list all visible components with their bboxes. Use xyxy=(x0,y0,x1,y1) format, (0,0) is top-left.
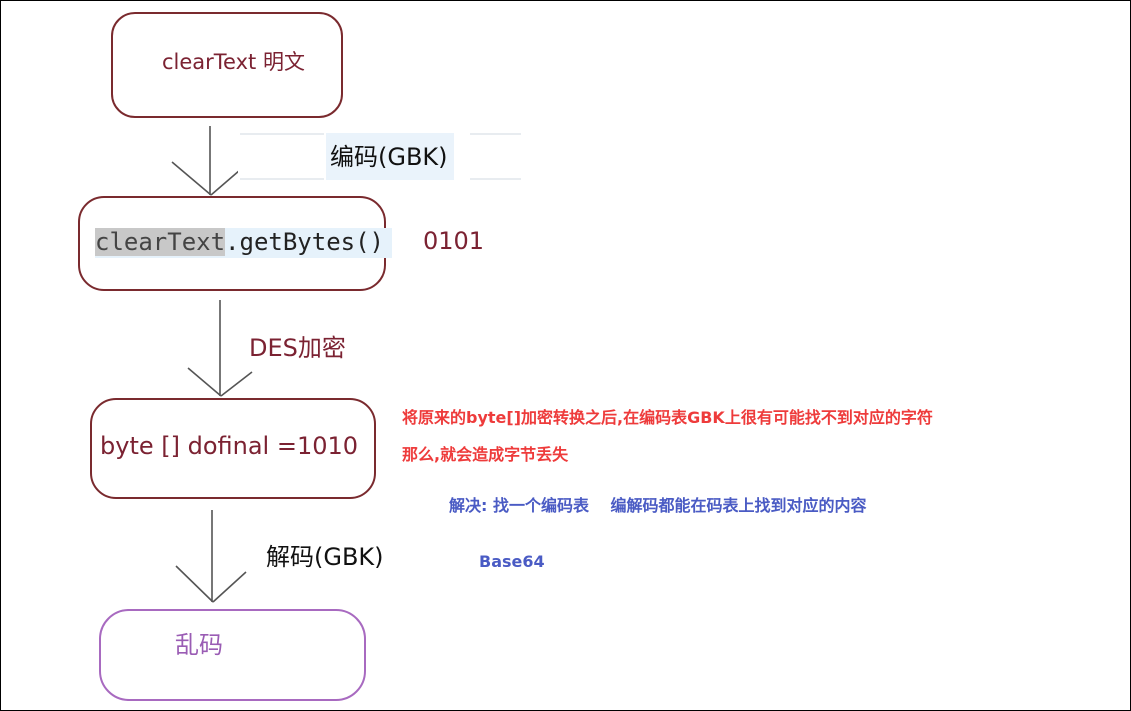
cleartext-label: clearText 明文 xyxy=(162,50,305,74)
problem-note-line2: 那么,就会造成字节丢失 xyxy=(402,445,569,464)
encode-label: 编码(GBK) xyxy=(326,133,454,180)
byte-array-node xyxy=(90,398,376,499)
decode-label: 解码(GBK) xyxy=(266,543,384,571)
encrypt-label: DES加密 xyxy=(249,334,346,362)
getbytes-code: clearText.getBytes() xyxy=(95,228,392,258)
garbled-label: 乱码 xyxy=(175,631,223,659)
solution-note: 解决: 找一个编码表 编解码都能在码表上找到对应的内容 xyxy=(449,496,867,515)
cleartext-node xyxy=(111,12,343,118)
garbled-node xyxy=(99,609,366,701)
getbytes-variable: clearText xyxy=(95,228,226,256)
problem-note-line1: 将原来的byte[]加密转换之后,在编码表GBK上很有可能找不到对应的字符 xyxy=(402,408,933,427)
getbytes-method: .getBytes() xyxy=(225,228,384,256)
byte-array-label: byte [] dofinal =1010 xyxy=(100,432,359,460)
binary-label: 0101 xyxy=(423,227,485,255)
solution-name: Base64 xyxy=(479,552,545,571)
